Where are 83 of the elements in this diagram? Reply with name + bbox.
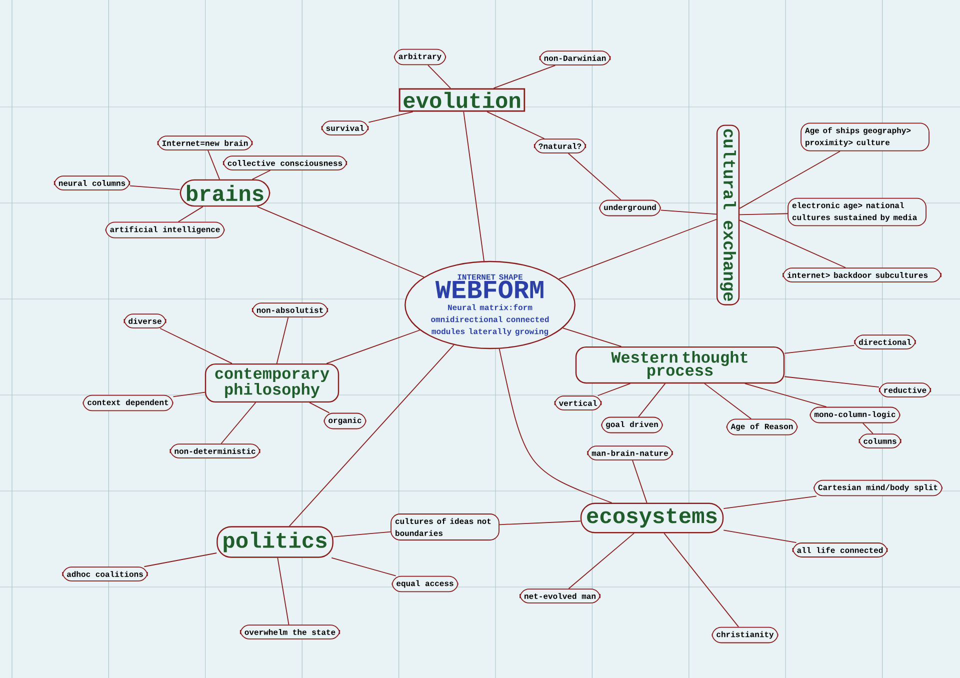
- connector-line: [252, 170, 271, 180]
- topic-bubble: net-evolved man: [520, 588, 600, 604]
- connector-line: [368, 111, 414, 123]
- topic-bubble: columns: [858, 434, 902, 448]
- topic-bubble: survival: [321, 120, 369, 136]
- topic-bubble: non-absolutist: [252, 302, 328, 318]
- topic-bubble: mono-column-logic: [810, 406, 900, 424]
- connector-line: [704, 383, 752, 420]
- connector-line: [326, 330, 420, 364]
- main-topic-box: cultural exchange: [716, 124, 740, 306]
- topic-bubble: internet> backdoor subcultures: [782, 268, 942, 282]
- connector-line: [130, 185, 180, 190]
- topic-bubble: goal driven: [601, 416, 663, 434]
- connector-line: [723, 496, 817, 509]
- topic-bubble: Internet=new brain: [157, 136, 253, 150]
- topic-bubble: directional: [854, 334, 916, 350]
- connector-line: [220, 402, 256, 444]
- connector-line: [632, 460, 648, 504]
- topic-bubble: reductive: [878, 382, 932, 398]
- connector-line: [744, 383, 827, 408]
- connector-line: [172, 392, 206, 398]
- connector-line: [276, 316, 289, 364]
- connector-line: [160, 328, 232, 364]
- main-topic-bubble: ecosystems: [580, 502, 724, 534]
- topic-bubble: Cartesian mind/body split: [814, 480, 942, 496]
- topic-bubble: underground: [599, 200, 661, 216]
- connector-line: [784, 376, 880, 388]
- connector-line: [568, 532, 635, 590]
- topic-bubble: neural columns: [54, 176, 130, 190]
- topic-bubble: christianity: [712, 626, 778, 644]
- connector-line: [178, 206, 204, 222]
- topic-bubble: non-Darwinian: [539, 50, 611, 66]
- connector-line: [332, 531, 391, 538]
- topic-bubble: man-brain-nature: [587, 446, 673, 460]
- topic-bubble: Age of Reason: [726, 418, 798, 436]
- connector-line: [862, 422, 874, 434]
- connector-line: [144, 552, 218, 568]
- connector-line: [739, 220, 846, 268]
- connector-line: [309, 402, 330, 414]
- connector-line: [256, 206, 424, 278]
- connector-line: [739, 150, 840, 209]
- topic-bubble: electronic age> national cultures sustained by media: [788, 198, 926, 226]
- main-topic-bubble: contemporary philosophy: [204, 363, 340, 403]
- topic-bubble: context dependent: [82, 394, 174, 412]
- connector-line: [428, 64, 451, 89]
- connector-line: [486, 111, 545, 140]
- main-topic-bubble: brains: [180, 179, 270, 207]
- topic-bubble: cultures of ideas not boundaries: [390, 514, 500, 540]
- connector-line: [208, 150, 220, 180]
- connector-line: [288, 344, 454, 527]
- connector-line: [493, 64, 556, 89]
- connector-line: [638, 383, 666, 418]
- connector-line: [597, 383, 631, 396]
- topic-bubble: non-deterministic: [170, 444, 260, 458]
- connector-line: [739, 213, 788, 216]
- connector-line: [562, 328, 622, 347]
- connector-line: [331, 557, 396, 576]
- topic-bubble: equal access: [392, 576, 458, 592]
- connector-line: [664, 532, 739, 628]
- topic-bubble: organic: [324, 412, 366, 430]
- central-topic-bubble: INTERNET SHAPE WEBFORM Neural matrix:form omnidirectional connected modules laterally growing: [404, 260, 576, 350]
- topic-bubble: collective consciousness: [222, 156, 348, 170]
- topic-bubble: Age of ships geography> proximity> culture: [800, 122, 930, 152]
- topic-bubble: diverse: [124, 314, 166, 328]
- topic-bubble: arbitrary: [394, 48, 446, 66]
- connector-line: [277, 557, 290, 626]
- main-topic-bubble: Western thought process: [575, 346, 785, 384]
- topic-bubble: artificial intelligence: [105, 222, 225, 238]
- connector-line: [558, 218, 717, 280]
- connector-line: [723, 530, 797, 543]
- connector-line: [498, 348, 612, 504]
- topic-bubble: all life connected: [792, 542, 888, 558]
- main-topic-bubble: politics: [216, 526, 334, 558]
- topic-bubble: adhoc coalitions: [62, 566, 148, 582]
- connector-line: [463, 111, 484, 262]
- topic-bubble: vertical: [554, 396, 602, 410]
- connector-line: [568, 152, 622, 200]
- connector-line: [660, 210, 717, 215]
- topic-bubble: overwhelm the state: [240, 624, 340, 640]
- topic-bubble: ?natural?: [534, 138, 586, 154]
- connector-line: [784, 345, 855, 354]
- main-topic-box: evolution: [398, 88, 526, 112]
- connector-line: [499, 520, 581, 526]
